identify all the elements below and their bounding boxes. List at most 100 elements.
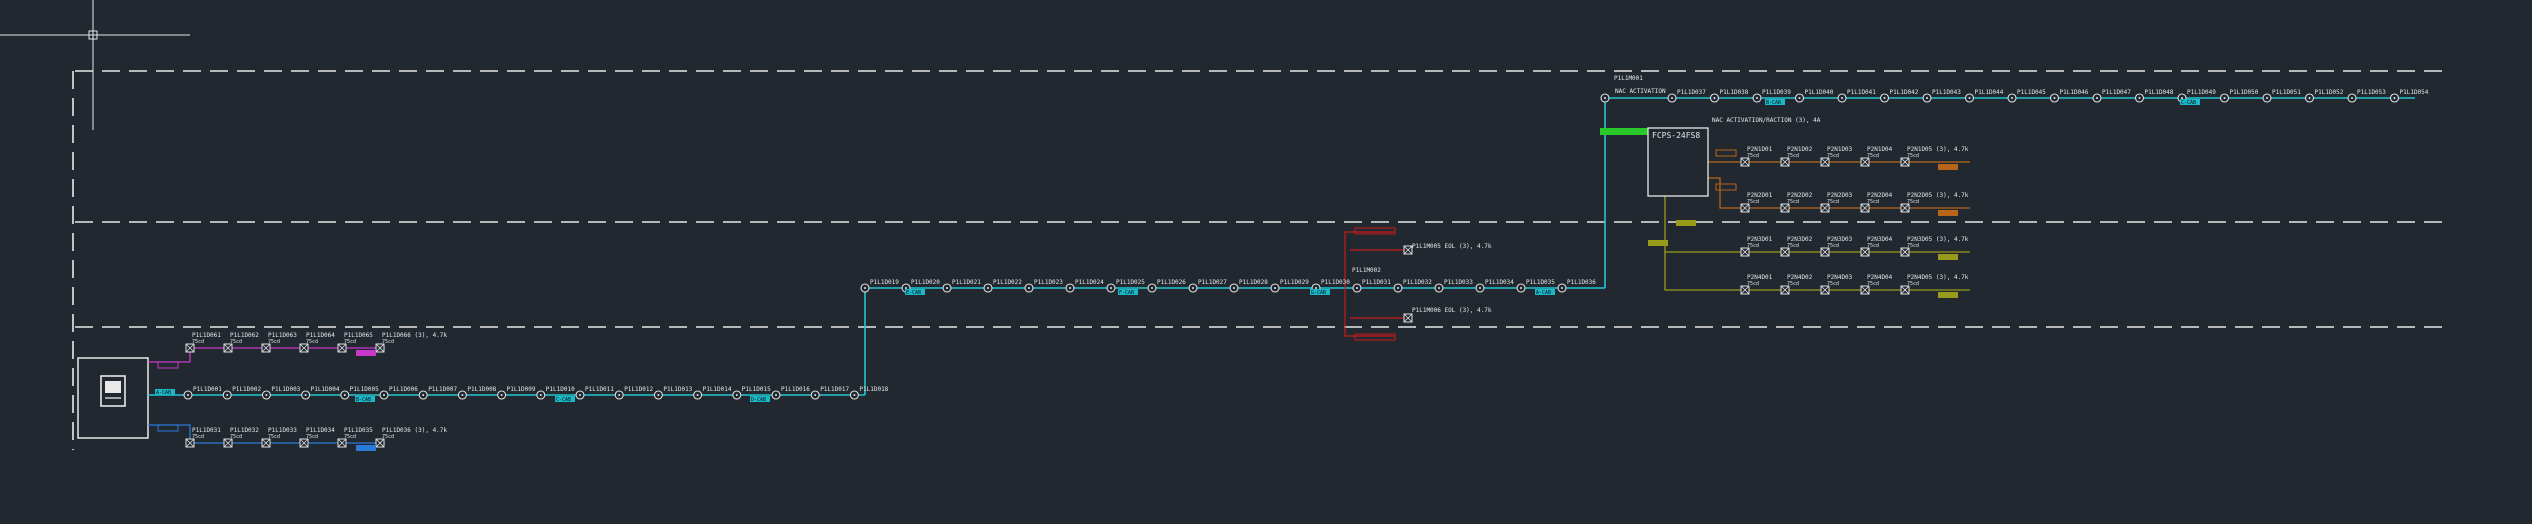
loop-detector-icon[interactable] xyxy=(575,390,585,400)
loop-detector-icon[interactable] xyxy=(942,283,952,293)
loop-detector-icon[interactable] xyxy=(1557,283,1567,293)
loop-detector-icon[interactable] xyxy=(1879,93,1890,103)
branch-strobe-icon[interactable] xyxy=(261,438,271,448)
branch-strobe-icon[interactable] xyxy=(299,438,309,448)
loop-detector-icon[interactable] xyxy=(2389,93,2400,103)
loop-detector-icon[interactable] xyxy=(1434,283,1444,293)
loop-detector-icon[interactable] xyxy=(1516,283,1526,293)
branch-strobe-icon[interactable] xyxy=(299,343,309,353)
loop-detector-icon[interactable] xyxy=(1188,283,1198,293)
nac-strobe-icon[interactable] xyxy=(1900,285,1910,295)
loop-detector-icon[interactable] xyxy=(771,390,781,400)
nac-strobe-icon[interactable] xyxy=(1740,157,1750,167)
branch-strobe-icon[interactable] xyxy=(223,438,233,448)
loop-detector-icon[interactable] xyxy=(1667,93,1677,103)
nac-strobe-icon[interactable] xyxy=(1740,203,1750,213)
loop-detector-icon[interactable] xyxy=(2134,93,2145,103)
branch-strobe-icon[interactable] xyxy=(337,438,347,448)
loop-detector-icon[interactable] xyxy=(810,390,820,400)
loop-device-label: P1L1D001 xyxy=(193,386,222,393)
nac-strobe-icon[interactable] xyxy=(1820,157,1830,167)
loop-detector-icon[interactable] xyxy=(301,390,311,400)
loop-detector-icon[interactable] xyxy=(1837,93,1847,103)
cable-tag-box xyxy=(1310,289,1330,295)
loop-detector-icon[interactable] xyxy=(261,390,271,400)
loop-detector-icon[interactable] xyxy=(2007,93,2017,103)
fire-alarm-panel[interactable] xyxy=(77,357,149,439)
loop-detector-icon[interactable] xyxy=(2262,93,2272,103)
nac-device-sub: 75cd xyxy=(1867,153,1879,159)
nac-strobe-icon[interactable] xyxy=(1740,247,1750,257)
nac-strobe-icon[interactable] xyxy=(1860,247,1870,257)
loop-detector-icon[interactable] xyxy=(1600,93,1610,103)
nac-strobe-icon[interactable] xyxy=(1860,157,1870,167)
branch-strobe-icon[interactable] xyxy=(223,343,233,353)
loop-device-label: P1L1D026 xyxy=(1157,279,1186,286)
loop-detector-icon[interactable] xyxy=(1393,283,1403,293)
loop-detector-icon[interactable] xyxy=(418,390,428,400)
branch-strobe-icon[interactable] xyxy=(375,438,385,448)
nac-strobe-icon[interactable] xyxy=(1820,247,1830,257)
nac-strobe-icon[interactable] xyxy=(1780,247,1790,257)
branch-strobe-icon[interactable] xyxy=(185,343,195,353)
nac-strobe-icon[interactable] xyxy=(1860,285,1870,295)
loop-detector-icon[interactable] xyxy=(653,390,663,400)
detector-dot xyxy=(905,287,907,289)
loop-detector-icon[interactable] xyxy=(1475,283,1485,293)
nac-strobe-icon[interactable] xyxy=(1860,203,1870,213)
loop-detector-icon[interactable] xyxy=(183,390,193,400)
loop-detector-icon[interactable] xyxy=(693,390,703,400)
loop-device-label: P1L1D048 xyxy=(2145,89,2174,96)
loop-detector-icon[interactable] xyxy=(1229,283,1239,293)
loop-detector-icon[interactable] xyxy=(1352,283,1362,293)
cable-tag-text: E-CAB xyxy=(906,290,921,296)
branch-strobe-icon[interactable] xyxy=(261,343,271,353)
loop-detector-icon[interactable] xyxy=(1106,283,1116,293)
cable-tag-box xyxy=(355,396,375,402)
loop-device-label: P1L1D050 xyxy=(2230,89,2259,96)
loop-detector-icon[interactable] xyxy=(222,390,232,400)
loop-detector-icon[interactable] xyxy=(2304,93,2315,103)
relay-device-icon[interactable] xyxy=(1403,245,1413,255)
nac-strobe-icon[interactable] xyxy=(1780,285,1790,295)
nac-strobe-icon[interactable] xyxy=(1740,285,1750,295)
loop-detector-icon[interactable] xyxy=(2092,93,2102,103)
loop-detector-icon[interactable] xyxy=(1065,283,1075,293)
loop-detector-icon[interactable] xyxy=(2049,93,2060,103)
nac-strobe-icon[interactable] xyxy=(1900,157,1910,167)
loop-detector-icon[interactable] xyxy=(1964,93,1975,103)
loop-detector-icon[interactable] xyxy=(860,283,870,293)
power-supply-panel[interactable]: FCPS-24FS8 NAC ACTIVATION/RACTION (3), 4… xyxy=(1615,88,1821,197)
loop-detector-icon[interactable] xyxy=(1709,93,1720,103)
loop-detector-icon[interactable] xyxy=(1024,283,1034,293)
branch-strobe-icon[interactable] xyxy=(337,343,347,353)
loop-detector-icon[interactable] xyxy=(2219,93,2230,103)
loop-detector-icon[interactable] xyxy=(732,390,742,400)
loop-detector-icon[interactable] xyxy=(983,283,993,293)
nac-strobe-icon[interactable] xyxy=(1780,157,1790,167)
nac-strobe-icon[interactable] xyxy=(1820,203,1830,213)
strobe-x xyxy=(1820,203,1830,213)
detector-dot xyxy=(1883,97,1886,99)
loop-detector-icon[interactable] xyxy=(1270,283,1280,293)
loop-detector-icon[interactable] xyxy=(1752,93,1762,103)
loop-detector-icon[interactable] xyxy=(2347,93,2357,103)
nac-strobe-icon[interactable] xyxy=(1900,247,1910,257)
loop-detector-icon[interactable] xyxy=(614,390,624,400)
loop-detector-icon[interactable] xyxy=(849,390,859,400)
branch-strobe-icon[interactable] xyxy=(375,343,385,353)
loop-detector-icon[interactable] xyxy=(379,390,389,400)
branch-strobe-icon[interactable] xyxy=(185,438,195,448)
nac-strobe-icon[interactable] xyxy=(1900,203,1910,213)
loop-detector-icon[interactable] xyxy=(340,390,350,400)
loop-detector-icon[interactable] xyxy=(1794,93,1805,103)
loop-detector-icon[interactable] xyxy=(536,390,546,400)
loop-detector-icon[interactable] xyxy=(497,390,507,400)
loop-detector-icon[interactable] xyxy=(457,390,467,400)
loop-detector-icon[interactable] xyxy=(1147,283,1157,293)
loop-detector-icon[interactable] xyxy=(1922,93,1932,103)
strobe-x xyxy=(223,343,233,353)
nac-strobe-icon[interactable] xyxy=(1780,203,1790,213)
relay-device-icon[interactable] xyxy=(1403,313,1413,323)
nac-strobe-icon[interactable] xyxy=(1820,285,1830,295)
